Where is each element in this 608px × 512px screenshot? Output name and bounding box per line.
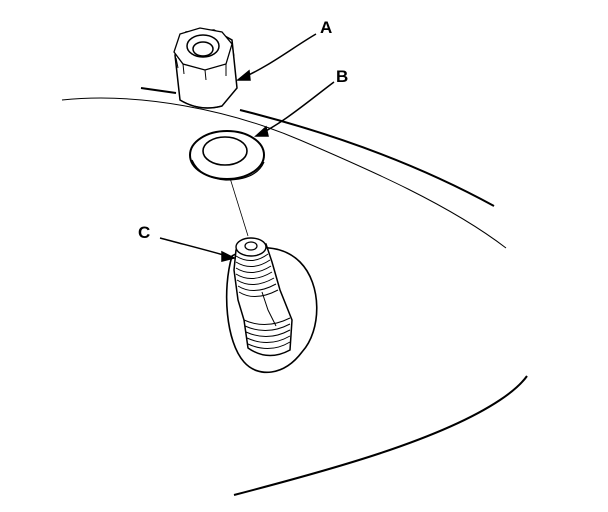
wheel-surface (61, 87, 528, 496)
lower-thick-arc (233, 375, 528, 496)
arrowhead-c (221, 250, 237, 262)
left-thick-tick (140, 87, 177, 94)
callout-b: B (336, 67, 348, 86)
upper-thick-arc (239, 109, 495, 207)
lug-nut (173, 27, 238, 109)
alignment-line (229, 177, 249, 237)
arrowhead-b (254, 125, 269, 137)
upper-thin-arc (61, 97, 507, 249)
arrowhead-a (235, 69, 251, 81)
callout-c: C (138, 223, 150, 242)
washer (189, 130, 265, 181)
callout-a: A (320, 18, 332, 37)
leaders (159, 33, 335, 262)
wheel-stud (225, 237, 318, 374)
